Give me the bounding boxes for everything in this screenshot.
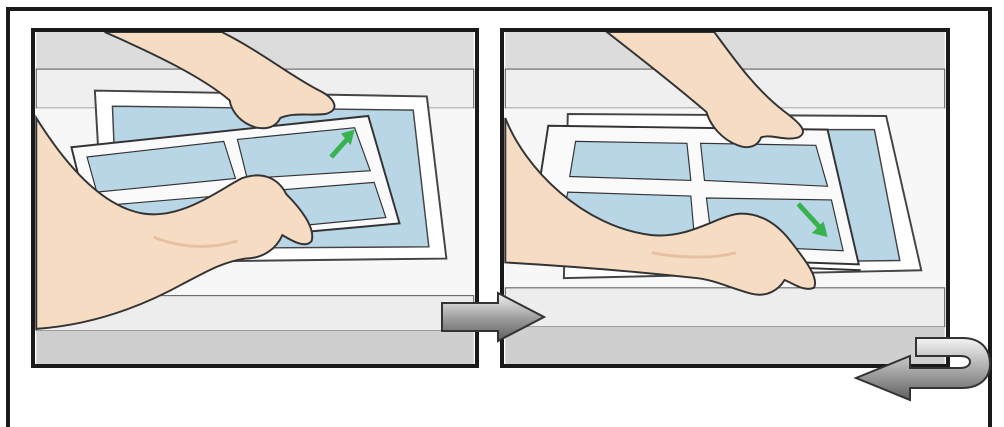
step-2-panel <box>500 28 950 368</box>
floor-band <box>36 331 473 364</box>
right-arrow-icon <box>440 291 546 343</box>
window-sill <box>505 288 944 327</box>
step-1-panel <box>31 28 479 368</box>
u-turn-return-arrow-icon <box>852 330 992 416</box>
